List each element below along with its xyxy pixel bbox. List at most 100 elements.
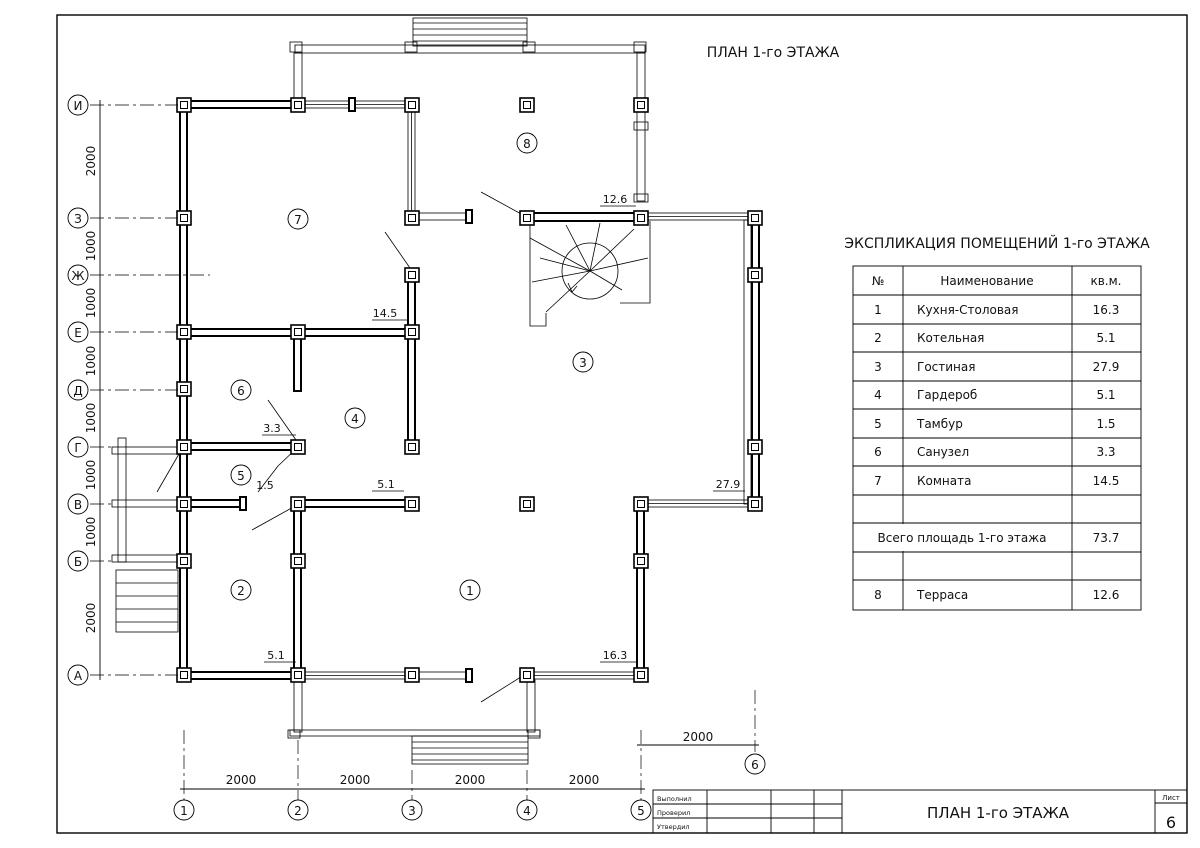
area-label-vestibule: 1.5	[256, 479, 274, 492]
table-row: 2 Котельная 5.1	[874, 331, 1115, 345]
dim-bottom-0: 2000	[226, 773, 257, 787]
column	[519, 97, 535, 113]
leader-lines	[156, 191, 745, 703]
room-marker-4: 4	[344, 407, 366, 429]
explication-table: ЭКСПЛИКАЦИЯ ПОМЕЩЕНИЙ 1-го ЭТАЖА № Наиме…	[844, 234, 1150, 611]
area-label-living: 27.9	[716, 478, 741, 491]
svg-text:3: 3	[874, 360, 882, 374]
area-label-bathroom: 3.3	[263, 422, 281, 435]
dim-left-6: 1000	[84, 517, 98, 548]
axis-marker-5: 5	[630, 799, 652, 821]
axis-marker-6: 6	[744, 753, 766, 775]
table-total-row: Всего площадь 1-го этажа 73.7	[878, 531, 1120, 545]
room-marker-3: 3	[572, 351, 594, 373]
axis-marker-1: 1	[173, 799, 195, 821]
axis-marker-Б: Б	[67, 550, 89, 572]
room-marker-2: 2	[230, 579, 252, 601]
column	[633, 667, 649, 683]
column	[633, 496, 649, 512]
svg-text:5.1: 5.1	[1096, 388, 1115, 402]
axis-marker-3: 3	[401, 799, 423, 821]
axis-marker-З: З	[67, 207, 89, 229]
table-row: 3 Гостиная 27.9	[874, 360, 1119, 374]
south-terrace	[287, 679, 541, 765]
column	[290, 324, 306, 340]
table-header-name: Наименование	[940, 274, 1033, 288]
svg-text:2: 2	[237, 584, 245, 598]
svg-text:Тамбур: Тамбур	[916, 417, 963, 431]
svg-text:3.3: 3.3	[1096, 445, 1115, 459]
room-marker-5: 5	[230, 464, 252, 486]
role-checked: Проверил	[657, 809, 690, 817]
svg-text:6: 6	[751, 758, 759, 772]
axis-marker-А: А	[67, 664, 89, 686]
svg-text:Комната: Комната	[917, 474, 971, 488]
column	[747, 439, 763, 455]
column	[404, 97, 420, 113]
role-performed: Выполнил	[657, 795, 692, 803]
area-label-room: 14.5	[373, 307, 398, 320]
dim-bottom-3: 2000	[569, 773, 600, 787]
area-label-wardrobe: 5.1	[377, 478, 395, 491]
table-row: 8 Терраса 12.6	[874, 588, 1119, 602]
plan-title: ПЛАН 1-го ЭТАЖА	[707, 45, 840, 61]
dim-left-2: 1000	[84, 288, 98, 319]
column	[176, 381, 192, 397]
column	[519, 210, 535, 226]
left-axis-markers: И З Ж Е Д Г В Б А	[67, 94, 89, 686]
room-markers: 1 2 3 4 5 6 7 8	[230, 132, 594, 601]
table-row: 7 Комната 14.5	[874, 474, 1119, 488]
svg-text:4: 4	[351, 412, 359, 426]
svg-text:5.1: 5.1	[1096, 331, 1115, 345]
column	[747, 210, 763, 226]
svg-text:5: 5	[237, 469, 245, 483]
room-marker-7: 7	[287, 208, 309, 230]
room-marker-1: 1	[459, 579, 481, 601]
column	[404, 667, 420, 683]
north-steps	[412, 17, 528, 47]
column	[176, 496, 192, 512]
columns	[176, 97, 763, 683]
svg-text:Е: Е	[74, 326, 82, 340]
svg-text:Б: Б	[74, 555, 82, 569]
column	[633, 97, 649, 113]
svg-text:7: 7	[294, 213, 302, 227]
room-marker-8: 8	[516, 132, 538, 154]
dim-left-0: 2000	[84, 146, 98, 177]
west-porch	[111, 437, 179, 633]
horizontal-axis-lines	[90, 100, 210, 680]
svg-text:И: И	[74, 99, 83, 113]
area-label-kitchen: 16.3	[603, 649, 628, 662]
explication-title: ЭКСПЛИКАЦИЯ ПОМЕЩЕНИЙ 1-го ЭТАЖА	[844, 234, 1150, 252]
svg-text:З: З	[74, 212, 82, 226]
dim-left-4: 1000	[84, 403, 98, 434]
svg-text:Гостиная: Гостиная	[917, 360, 975, 374]
svg-text:2: 2	[294, 804, 302, 818]
title-block-title: ПЛАН 1-го ЭТАЖА	[927, 804, 1070, 822]
svg-text:В: В	[74, 498, 82, 512]
dim-bottom-1: 2000	[340, 773, 371, 787]
table-row: 6 Санузел 3.3	[874, 445, 1115, 459]
column	[633, 553, 649, 569]
svg-text:6: 6	[874, 445, 882, 459]
column	[290, 553, 306, 569]
svg-text:Г: Г	[74, 441, 81, 455]
svg-text:1: 1	[180, 804, 188, 818]
svg-text:Всего площадь 1-го этажа: Всего площадь 1-го этажа	[878, 531, 1047, 545]
svg-text:5: 5	[637, 804, 645, 818]
dim-left-3: 1000	[84, 346, 98, 377]
column	[176, 553, 192, 569]
column	[747, 496, 763, 512]
axis-marker-Г: Г	[67, 436, 89, 458]
column	[404, 324, 420, 340]
column	[176, 97, 192, 113]
dim-left-5: 1000	[84, 460, 98, 491]
svg-text:12.6: 12.6	[1093, 588, 1120, 602]
bottom-dimensions: 2000 2000 2000 2000 2000	[226, 730, 714, 787]
svg-text:3: 3	[408, 804, 416, 818]
svg-text:8: 8	[523, 137, 531, 151]
column	[290, 439, 306, 455]
dim-right: 2000	[683, 730, 714, 744]
column	[176, 667, 192, 683]
